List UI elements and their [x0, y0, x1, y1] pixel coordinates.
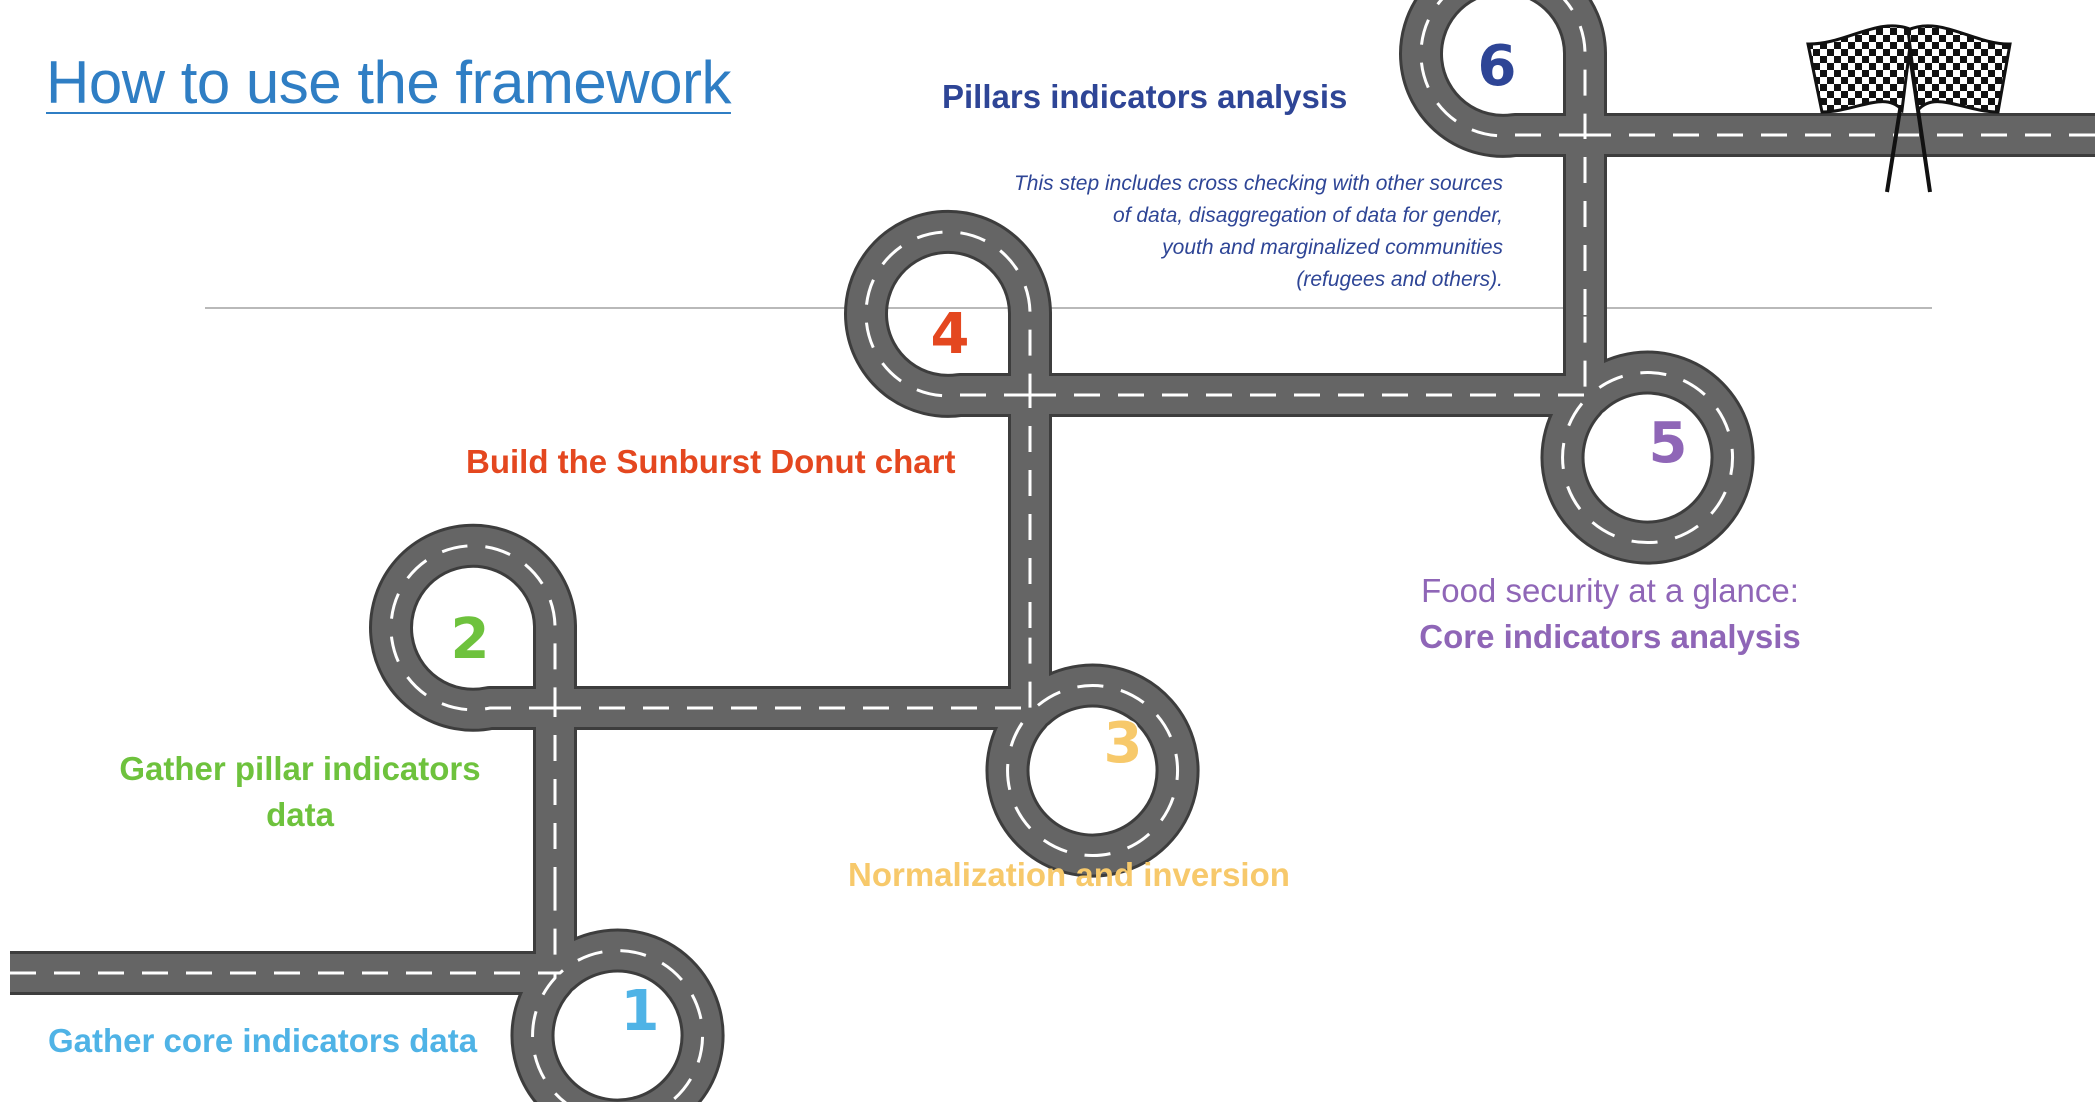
step-1-label: Gather core indicators data [48, 1022, 478, 1059]
road-segment [1030, 315, 1755, 565]
step-2-label-line2: data [266, 796, 334, 833]
road-segment [864, 230, 1032, 398]
note-line: (refugees and others). [1296, 268, 1503, 291]
step-5-label-line1: Food security at a glance: [1421, 572, 1799, 609]
checkered-flags-icon [1806, 24, 2012, 193]
step-2-number: 2 [451, 607, 490, 672]
divider-line [205, 307, 1932, 309]
step-5-label-line2: Core indicators analysis [1419, 618, 1801, 655]
step-5-number: 5 [1649, 411, 1688, 476]
road-segment [555, 628, 1180, 858]
road-segment [1030, 315, 1735, 545]
page-title: How to use the framework [46, 49, 731, 116]
step-3-label: Normalization and inversion [848, 856, 1290, 893]
road-segment [555, 628, 1197, 875]
step-4-label: Build the Sunburst Donut chart [466, 443, 956, 480]
road-segment [10, 893, 722, 1102]
step-2-label-line1: Gather pillar indicators [119, 750, 481, 787]
road-segment [389, 544, 557, 712]
step-5-label: Food security at a glance: Core indicato… [1380, 568, 1840, 660]
road-segment [1419, 0, 1587, 138]
step-6-number: 6 [1478, 34, 1517, 99]
step-3-number: 3 [1104, 711, 1143, 776]
note-line: youth and marginalized communities [1162, 236, 1503, 259]
road-segment [10, 893, 725, 1102]
step-6-label: Pillars indicators analysis [942, 78, 1348, 115]
road-segment [555, 628, 1200, 878]
step-2-label: Gather pillar indicators data [100, 746, 500, 838]
note-line: This step includes cross checking with o… [1013, 172, 1503, 195]
step-4-number: 4 [931, 302, 970, 367]
step-6-note: This step includes cross checking with o… [880, 168, 1503, 296]
step-1-number: 1 [621, 979, 660, 1044]
note-line: of data, disaggregation of data for gend… [1113, 204, 1503, 227]
road-segment [1030, 315, 1752, 562]
road-segment [10, 893, 705, 1102]
